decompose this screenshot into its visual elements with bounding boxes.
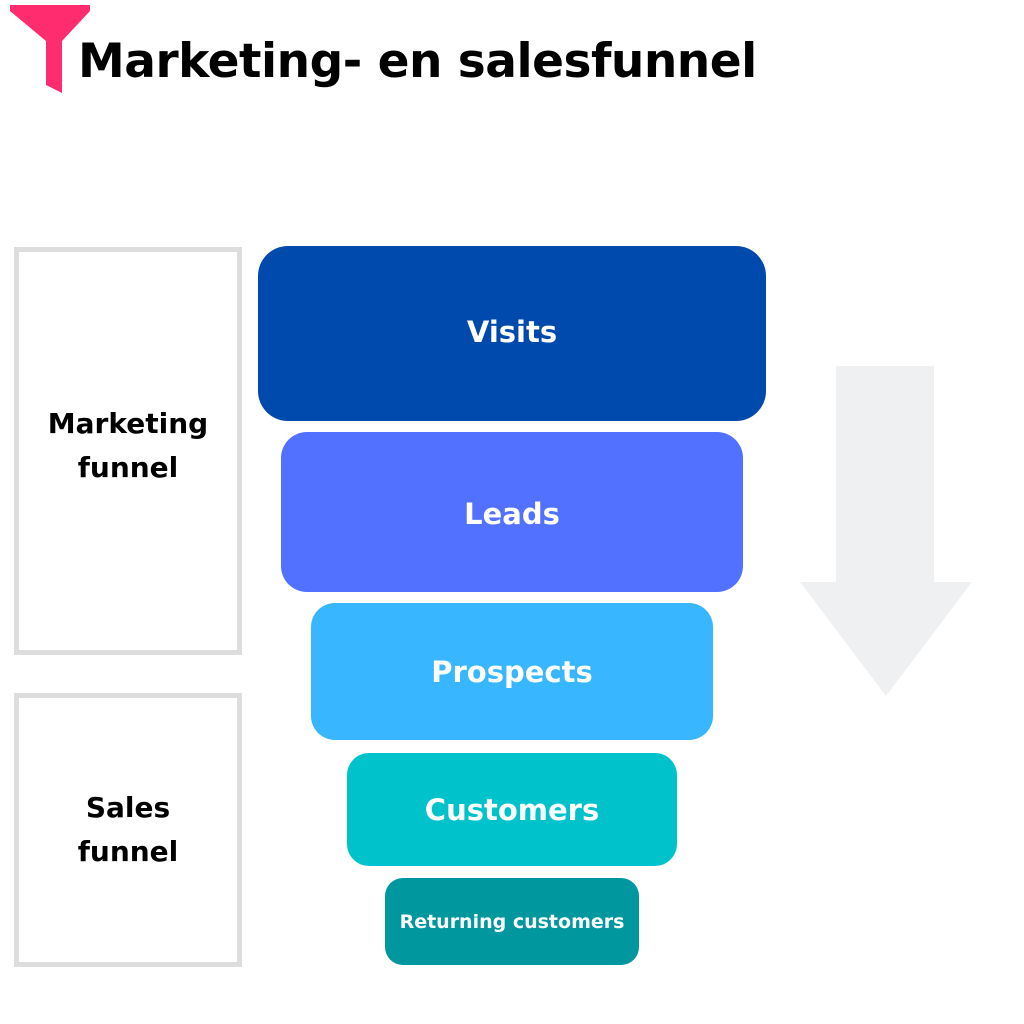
stage-label-leads: Leads — [464, 496, 560, 531]
funnel-icon — [10, 5, 90, 93]
marketing-funnel-label: Marketing funnel — [47, 407, 209, 484]
stage-label-prospects: Prospects — [431, 654, 593, 689]
funnel-stage-customers: Customers — [347, 753, 677, 866]
funnel-shape — [10, 5, 90, 93]
down-arrow-shape — [800, 366, 972, 696]
down-arrow-icon — [800, 366, 972, 696]
stage-label-customers: Customers — [424, 792, 600, 827]
sales-funnel-box: Sales funnel — [14, 693, 242, 967]
funnel-stage-leads: Leads — [281, 432, 743, 592]
stage-label-visits: Visits — [466, 315, 558, 349]
funnel-stage-prospects: Prospects — [311, 603, 713, 740]
funnel-stage-returning-customers: Returning customers — [385, 878, 639, 965]
stage-label-returning-customers: Returning customers — [399, 910, 625, 933]
page-title: Marketing- en salesfunnel — [78, 34, 757, 89]
sales-funnel-label: Sales funnel — [77, 791, 179, 868]
marketing-funnel-box: Marketing funnel — [14, 247, 242, 655]
funnel-stage-visits: Visits — [258, 246, 766, 421]
